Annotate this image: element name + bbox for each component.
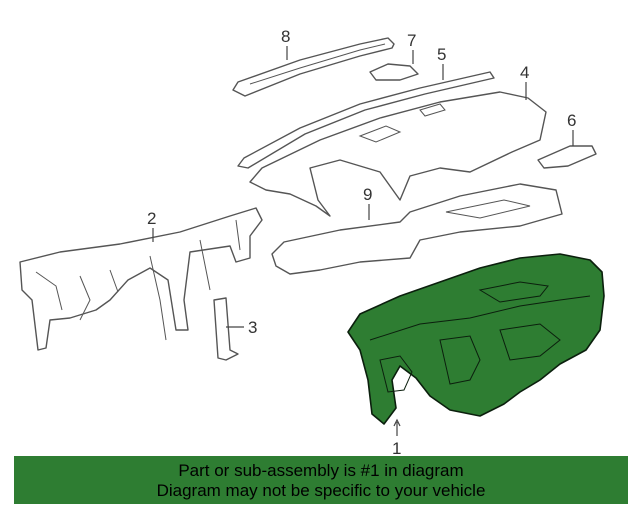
part-5-trim-strip xyxy=(237,71,495,169)
leader-lines xyxy=(152,46,574,436)
part-4-upper-pad xyxy=(249,91,547,217)
part-9-insulator xyxy=(271,183,563,275)
callout-8: 8 xyxy=(281,27,290,46)
part-6-pad xyxy=(537,145,597,169)
part-8-grille xyxy=(232,37,395,97)
callout-4: 4 xyxy=(520,63,529,82)
parts-diagram: 1 2 3 4 5 6 7 8 9 xyxy=(19,27,605,456)
banner-line-1: Part or sub-assembly is #1 in diagram xyxy=(178,461,464,480)
banner-line-2: Diagram may not be specific to your vehi… xyxy=(156,481,486,500)
part-1-instrument-panel xyxy=(347,253,605,425)
callout-6: 6 xyxy=(567,111,576,130)
part-3-bracket xyxy=(213,297,239,361)
info-banner: Part or sub-assembly is #1 in diagram Di… xyxy=(14,456,628,504)
part-7-cover xyxy=(369,63,419,81)
part-2-cross-beam xyxy=(19,207,263,351)
callout-2: 2 xyxy=(147,209,156,228)
callout-7: 7 xyxy=(407,31,416,50)
callout-5: 5 xyxy=(437,45,446,64)
callout-1: 1 xyxy=(392,439,401,456)
callout-3: 3 xyxy=(248,318,257,337)
callout-9: 9 xyxy=(363,185,372,204)
